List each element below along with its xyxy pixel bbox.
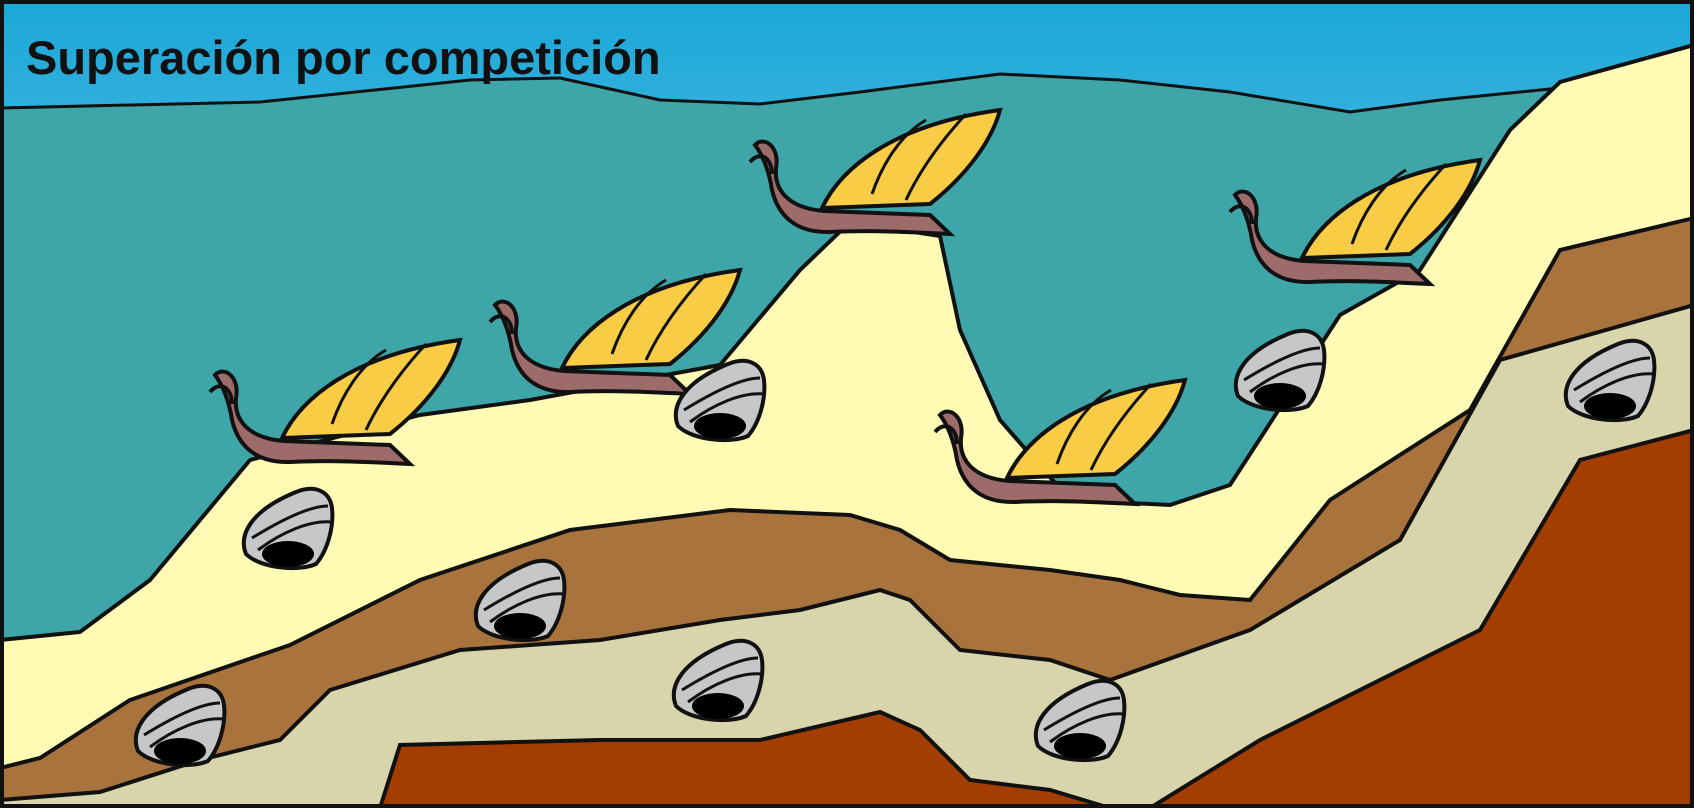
diagram-title: Superación por competición <box>26 31 661 84</box>
